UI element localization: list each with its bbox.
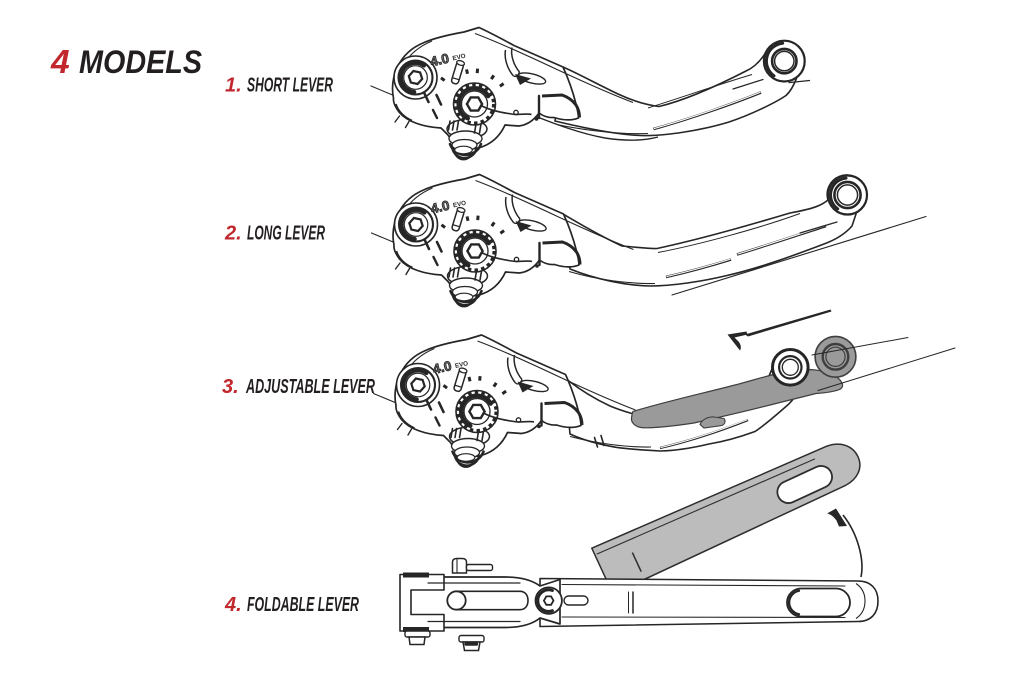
svg-text:ADJUSTABLE LEVER: ADJUSTABLE LEVER — [245, 376, 375, 398]
svg-text:LONG LEVER: LONG LEVER — [247, 223, 325, 245]
svg-text:2.: 2. — [224, 223, 242, 245]
svg-text:SHORT LEVER: SHORT LEVER — [247, 75, 333, 97]
svg-text:MODELS: MODELS — [79, 44, 203, 80]
svg-text:1.: 1. — [225, 75, 242, 97]
svg-text:FOLDABLE LEVER: FOLDABLE LEVER — [247, 594, 359, 616]
svg-text:4: 4 — [50, 44, 70, 81]
svg-text:4.: 4. — [224, 594, 242, 616]
svg-text:3.: 3. — [222, 376, 239, 398]
